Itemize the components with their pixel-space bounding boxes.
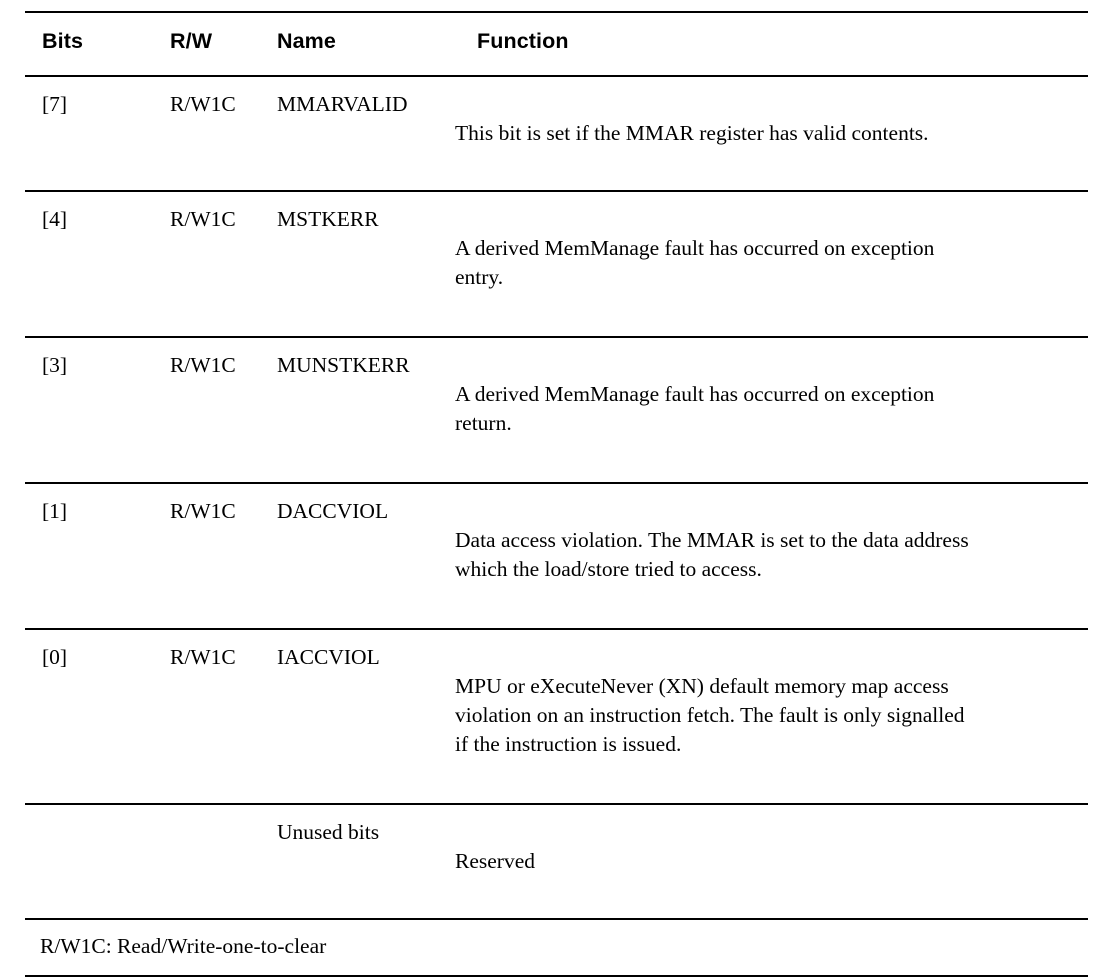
cell-bits: [4] (42, 206, 68, 231)
cell-function: A derived MemManage fault has occurred o… (455, 235, 935, 289)
cell-name: MSTKERR (277, 206, 379, 231)
column-header-function: Function (477, 29, 569, 53)
cell-rw (153, 804, 260, 919)
column-header-rw: R/W (170, 29, 213, 53)
register-bit-table: Bits R/W Name Function [7] R (25, 11, 1088, 977)
cell-bits: [1] (42, 498, 68, 523)
document-page: Bits R/W Name Function [7] R (25, 12, 1088, 976)
table-row: [7] R/W1C MMARVALID This bit is set if t… (25, 76, 1088, 191)
cell-rw: R/W1C (170, 91, 236, 116)
cell-function: This bit is set if the MMAR register has… (455, 120, 929, 145)
table-row: [1] R/W1C DACCVIOL Data access violation… (25, 483, 1088, 629)
cell-bits: [3] (42, 352, 68, 377)
table-row: [0] R/W1C IACCVIOL MPU or eXecuteNever (… (25, 629, 1088, 804)
cell-bits: [0] (42, 644, 68, 669)
cell-function: Reserved (455, 848, 535, 873)
cell-name: MUNSTKERR (277, 352, 410, 377)
cell-name: DACCVIOL (277, 498, 389, 523)
cell-name: MMARVALID (277, 91, 408, 116)
cell-name: Unused bits (277, 819, 380, 844)
table-row: Unused bits Reserved (25, 804, 1088, 919)
cell-rw: R/W1C (170, 206, 236, 231)
cell-rw: R/W1C (170, 644, 236, 669)
cell-function: A derived MemManage fault has occurred o… (455, 381, 935, 435)
column-header-bits: Bits (42, 29, 84, 53)
column-header-name: Name (277, 29, 336, 53)
cell-name: IACCVIOL (277, 644, 380, 669)
table-row: [3] R/W1C MUNSTKERR A derived MemManage … (25, 337, 1088, 483)
table-footnote-row: R/W1C: Read/Write-one-to-clear (25, 919, 1088, 976)
table-row: [4] R/W1C MSTKERR A derived MemManage fa… (25, 191, 1088, 337)
table-header-row: Bits R/W Name Function (25, 12, 1088, 76)
cell-function: MPU or eXecuteNever (XN) default memory … (455, 673, 965, 756)
cell-rw: R/W1C (170, 498, 236, 523)
cell-footnote: R/W1C: Read/Write-one-to-clear (40, 933, 327, 958)
cell-bits (25, 804, 153, 919)
cell-function: Data access violation. The MMAR is set t… (455, 527, 969, 581)
cell-bits: [7] (42, 91, 68, 116)
cell-rw: R/W1C (170, 352, 236, 377)
